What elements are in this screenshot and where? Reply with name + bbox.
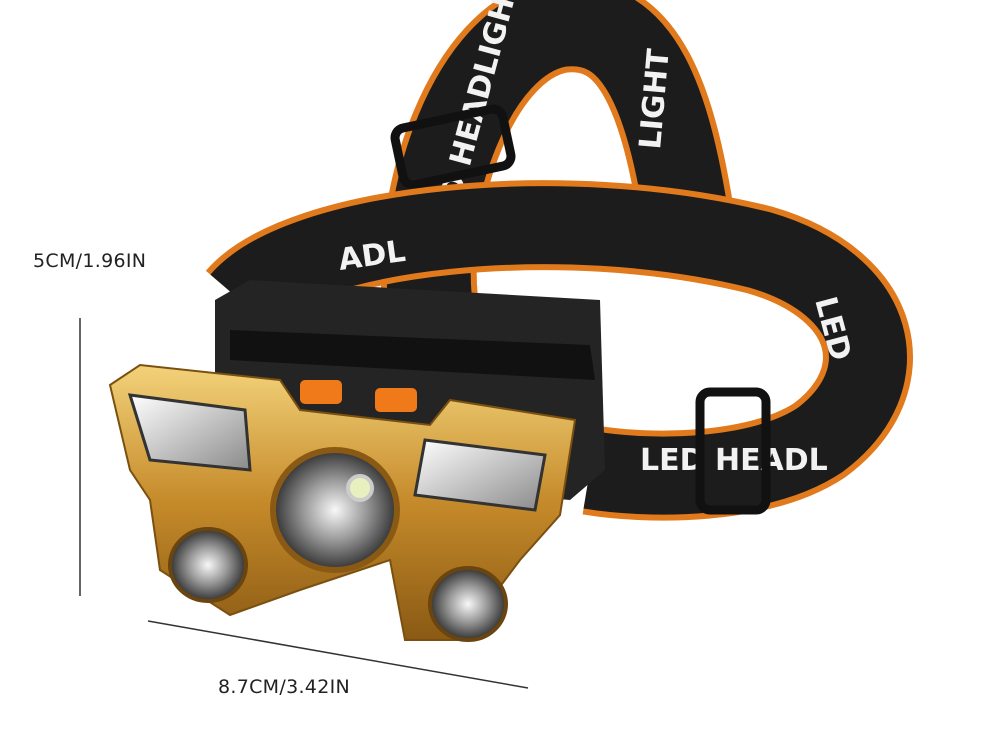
strap-buckle-top [390,104,516,190]
cob-panel-right [413,438,547,512]
strap-imprint-rear: LED HEADL [640,443,828,478]
headlamp-body [108,280,605,642]
mode-button-2 [375,388,417,412]
mode-button-1 [300,380,342,404]
height-label: 5CM/1.96IN [33,250,147,272]
width-label: 8.7CM/3.42IN [218,676,350,698]
main-lens [270,447,400,573]
cob-panel-left [127,393,252,472]
width-dimension-line [147,620,529,689]
strap-buckle-side [695,387,771,515]
lens-left [168,527,248,603]
lens-right [428,566,508,642]
rear-strap: LED HEADL LED ADL [205,180,913,521]
